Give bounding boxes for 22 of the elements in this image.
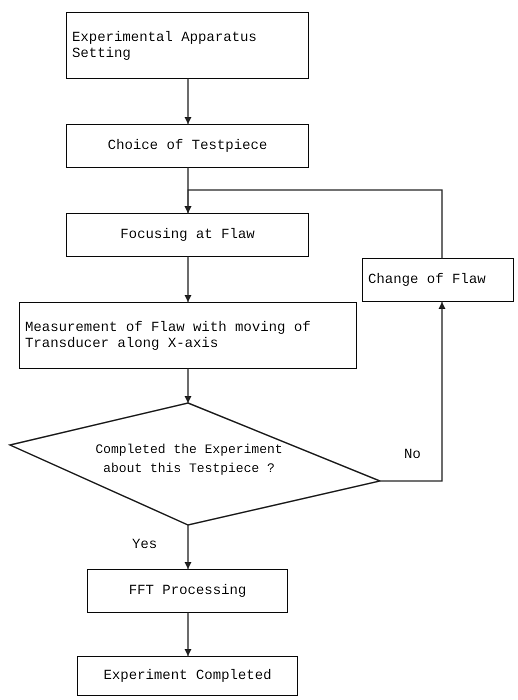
node-text: Experimental Apparatus Setting bbox=[72, 30, 258, 62]
process-box bbox=[66, 124, 309, 168]
process-box bbox=[19, 302, 357, 369]
arrow bbox=[184, 189, 443, 258]
arrow bbox=[184, 79, 192, 124]
process-box bbox=[87, 569, 288, 613]
process-box bbox=[362, 258, 514, 302]
arrow bbox=[380, 302, 446, 482]
arrow bbox=[184, 369, 192, 403]
process-box bbox=[66, 213, 309, 257]
node-text: Choice of Testpiece bbox=[108, 138, 268, 154]
node-text: Experiment Completed bbox=[103, 668, 272, 684]
arrow bbox=[184, 257, 192, 302]
process-box bbox=[66, 12, 309, 79]
node-text: Focusing at Flaw bbox=[120, 227, 255, 243]
arrow bbox=[184, 613, 192, 656]
node-text: Measurement of Flaw with moving of Transducer along X-axis bbox=[25, 320, 312, 352]
process-box bbox=[77, 656, 298, 696]
node-text: Completed the Experiment about this Testpiece ? bbox=[94, 441, 284, 478]
node-text: Change of Flaw bbox=[368, 272, 486, 288]
node-text: FFT Processing bbox=[128, 583, 246, 599]
arrow bbox=[184, 525, 192, 569]
